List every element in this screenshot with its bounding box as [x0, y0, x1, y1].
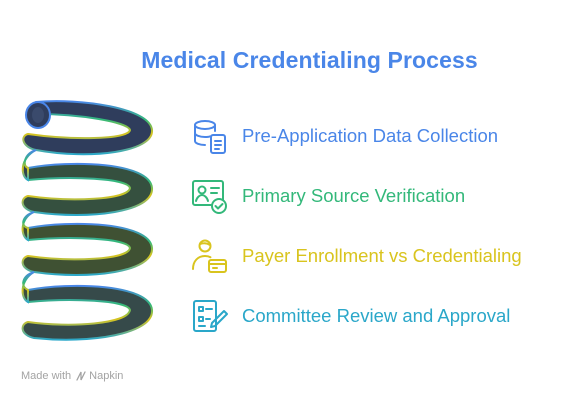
step-label: Committee Review and Approval — [242, 305, 511, 326]
step-pre-application: Pre-Application Data Collection — [190, 116, 498, 156]
step-label: Pre-Application Data Collection — [242, 125, 499, 146]
footer-brand: Napkin — [89, 370, 124, 382]
spiral-coil — [21, 100, 154, 341]
footer-prefix: Made with — [21, 370, 72, 382]
step-payer-enrollment: Payer Enrollment vs Credentialing — [190, 236, 522, 276]
step-committee-review: Committee Review and Approval — [190, 296, 510, 336]
step-primary-source: Primary Source Verification — [190, 176, 465, 216]
page-title: Medical Credentialing Process — [141, 47, 478, 73]
id-card-check-icon — [192, 180, 227, 214]
checklist-pen-icon — [193, 300, 228, 332]
napkin-logo-icon — [76, 371, 86, 381]
napkin-logo: Napkin — [76, 370, 123, 382]
step-label: Primary Source Verification — [242, 185, 466, 206]
footer-attribution: Made with Napkin — [21, 370, 123, 382]
person-card-icon — [192, 239, 227, 273]
step-label: Payer Enrollment vs Credentialing — [242, 245, 522, 266]
database-document-icon — [194, 120, 226, 154]
